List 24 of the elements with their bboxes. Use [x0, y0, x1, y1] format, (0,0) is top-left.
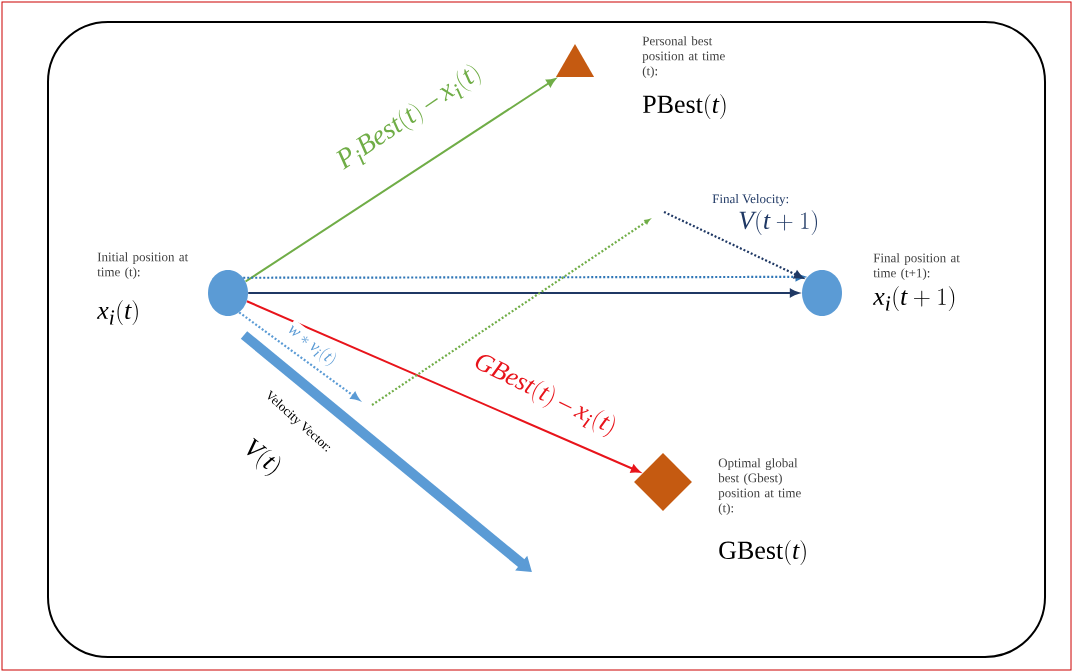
diamond-marker: [634, 453, 692, 511]
formula-label: $x_i(t)$: [96, 300, 138, 326]
formula-label: $V(t+1)$: [739, 210, 817, 236]
arrow: [244, 78, 556, 283]
triangle-marker: [555, 44, 595, 77]
formula-label: $\mathrm{PBest}(t)$: [642, 94, 726, 120]
formula-label: $\mathrm{GBest}(t)$: [719, 540, 806, 566]
edge-label: $P_iBest(t) - x_i(t)$: [332, 59, 488, 177]
node-caption: Personal best position at time (t):: [642, 36, 725, 78]
edge-label: $w * v_i(t)$: [283, 319, 341, 371]
circle-marker: [208, 270, 248, 316]
node-caption: Optimal global best (Gbest) position at time (t):: [718, 458, 801, 515]
edge-label: $GBest(t) - x_i(t)$: [468, 348, 622, 442]
formula-label: $V(t)$: [247, 437, 281, 476]
arrow: [243, 272, 805, 281]
formula-label: $x_i(t+1)$: [872, 286, 955, 312]
node-caption: Final position at time (t+1):: [873, 253, 960, 280]
arrow: [238, 311, 360, 401]
arrow: [245, 300, 641, 473]
circle-marker: [802, 270, 842, 316]
arrow: [247, 288, 800, 298]
text-label: Final Velocity:: [712, 194, 789, 206]
node-caption: Initial position at time (t):: [97, 252, 189, 279]
arrow: [663, 211, 804, 279]
